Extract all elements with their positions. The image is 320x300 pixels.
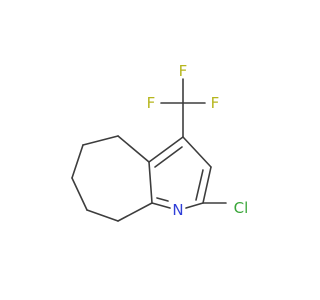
bond-c9-c8a bbox=[117, 202, 153, 222]
bond-c4a-c4-inner bbox=[154, 146, 183, 168]
bonds bbox=[71, 78, 227, 222]
bond-c6-c7 bbox=[71, 144, 84, 179]
bond-n-c8a-inner bbox=[156, 197, 169, 202]
bond-c8-c9 bbox=[86, 209, 119, 222]
bond-c4a-c5 bbox=[117, 135, 150, 163]
structure-canvas: F F F N Cl bbox=[71, 62, 249, 222]
bond-c3-c2-inner bbox=[195, 169, 204, 201]
atom-label-cl: Cl bbox=[234, 199, 249, 217]
bond-c2-n bbox=[185, 202, 204, 209]
atom-label-n: N bbox=[172, 201, 183, 219]
atom-label-f-top: F bbox=[179, 62, 188, 80]
atom-labels: F F F N Cl bbox=[147, 62, 249, 219]
bond-c4-c3 bbox=[182, 136, 212, 168]
atom-label-f-left: F bbox=[147, 94, 156, 112]
bond-c8a-c4a bbox=[148, 161, 153, 204]
atom-label-f-right: F bbox=[211, 94, 220, 112]
bond-c4a-c4 bbox=[148, 136, 184, 163]
bond-n-c8a bbox=[151, 202, 171, 209]
molecule-diagram: F F F N Cl bbox=[71, 62, 249, 222]
bond-c3-c2 bbox=[202, 166, 212, 204]
bond-c7-c8 bbox=[71, 177, 88, 211]
bond-c5-c6 bbox=[82, 135, 119, 146]
